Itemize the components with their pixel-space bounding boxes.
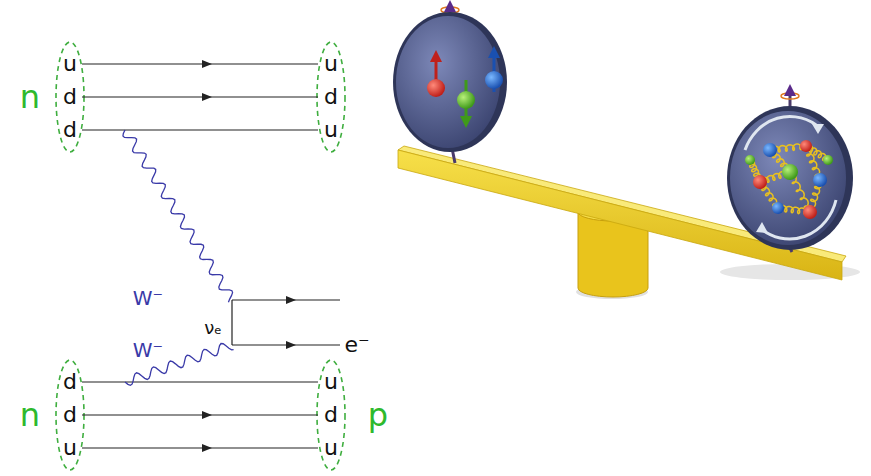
quark-name: u	[324, 119, 338, 141]
lepton-name: e⁻	[344, 334, 369, 356]
quark-name: d	[324, 86, 338, 108]
quark-name: d	[63, 119, 77, 141]
boson-name: W⁻	[133, 288, 163, 308]
boson-name: W⁻	[133, 340, 163, 360]
hadron-bracket	[56, 42, 345, 470]
arrow-head	[202, 60, 296, 452]
quark-name: u	[63, 53, 77, 75]
quark-name: u	[324, 53, 338, 75]
quark-line	[82, 64, 340, 448]
quark-name: d	[63, 371, 77, 393]
hadron-name: p	[368, 399, 388, 431]
w-boson-line	[123, 130, 234, 385]
complex-proton	[727, 84, 853, 252]
hadron-name: n	[20, 81, 40, 113]
quark-name: u	[324, 371, 338, 393]
quark-name: d	[63, 86, 77, 108]
w-boson-line	[123, 130, 233, 302]
quark-name: d	[324, 404, 338, 426]
hadron-name: n	[20, 399, 40, 431]
quark-name: d	[63, 404, 77, 426]
quark-name: u	[63, 437, 77, 459]
simple-proton	[393, 0, 507, 163]
quark-name: u	[324, 437, 338, 459]
neutrino-name: νₑ	[204, 319, 222, 337]
